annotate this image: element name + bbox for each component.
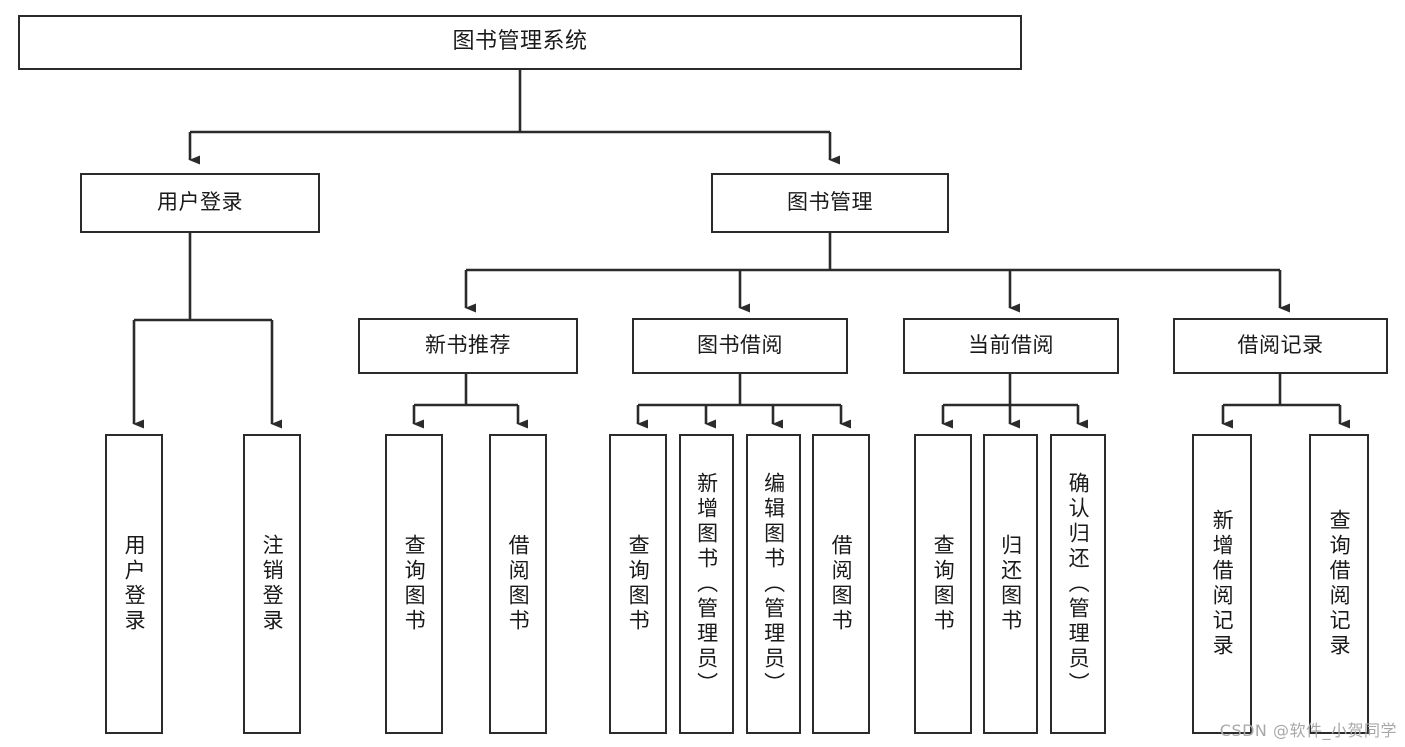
leaf-query-book-borrow[interactable]: 查询图书 (609, 434, 667, 734)
leaf-user-login[interactable]: 用户登录 (105, 434, 163, 734)
node-label: 查询图书 (626, 534, 651, 634)
node-label: 查询图书 (402, 534, 427, 634)
node-label: 查询借阅记录 (1327, 509, 1352, 659)
leaf-query-borrow-record[interactable]: 查询借阅记录 (1309, 434, 1369, 734)
node-book-manage[interactable]: 图书管理 (711, 173, 949, 233)
node-root-book-management-system[interactable]: 图书管理系统 (18, 15, 1022, 70)
node-label: 归还图书 (998, 534, 1023, 634)
node-label: 查询图书 (931, 534, 956, 634)
node-book-borrow[interactable]: 图书借阅 (632, 318, 848, 374)
leaf-query-book-recommend[interactable]: 查询图书 (385, 434, 443, 734)
node-label: 新增借阅记录 (1210, 509, 1235, 659)
node-label: 用户登录 (122, 534, 147, 634)
node-new-book-recommend[interactable]: 新书推荐 (358, 318, 578, 374)
leaf-add-borrow-record[interactable]: 新增借阅记录 (1192, 434, 1252, 734)
leaf-borrow-book[interactable]: 借阅图书 (812, 434, 870, 734)
leaf-borrow-book-recommend[interactable]: 借阅图书 (489, 434, 547, 734)
node-label: 借阅图书 (506, 534, 531, 634)
node-label: 编辑图书（管理员） (761, 471, 786, 697)
node-user-login[interactable]: 用户登录 (80, 173, 320, 233)
node-label: 当前借阅 (968, 333, 1054, 358)
node-label: 新增图书（管理员） (694, 471, 719, 697)
node-label: 借阅记录 (1237, 333, 1324, 358)
leaf-query-book-current[interactable]: 查询图书 (914, 434, 972, 734)
csdn-watermark: CSDN @软件_小贺同学 (1219, 721, 1397, 740)
node-label: 借阅图书 (829, 534, 854, 634)
leaf-return-book[interactable]: 归还图书 (983, 434, 1038, 734)
node-label: 图书借阅 (697, 333, 783, 358)
node-label: 新书推荐 (425, 333, 511, 358)
node-label: 确认归还（管理员） (1066, 471, 1091, 697)
node-borrow-record[interactable]: 借阅记录 (1173, 318, 1388, 374)
leaf-edit-book-admin[interactable]: 编辑图书（管理员） (746, 434, 801, 734)
node-label: 用户登录 (157, 190, 243, 215)
leaf-confirm-return-admin[interactable]: 确认归还（管理员） (1050, 434, 1106, 734)
node-label: 图书管理 (787, 190, 873, 215)
node-label: 图书管理系统 (452, 29, 588, 55)
node-label: 注销登录 (260, 534, 285, 634)
node-current-borrow[interactable]: 当前借阅 (903, 318, 1119, 374)
leaf-add-book-admin[interactable]: 新增图书（管理员） (679, 434, 734, 734)
leaf-user-logout[interactable]: 注销登录 (243, 434, 301, 734)
